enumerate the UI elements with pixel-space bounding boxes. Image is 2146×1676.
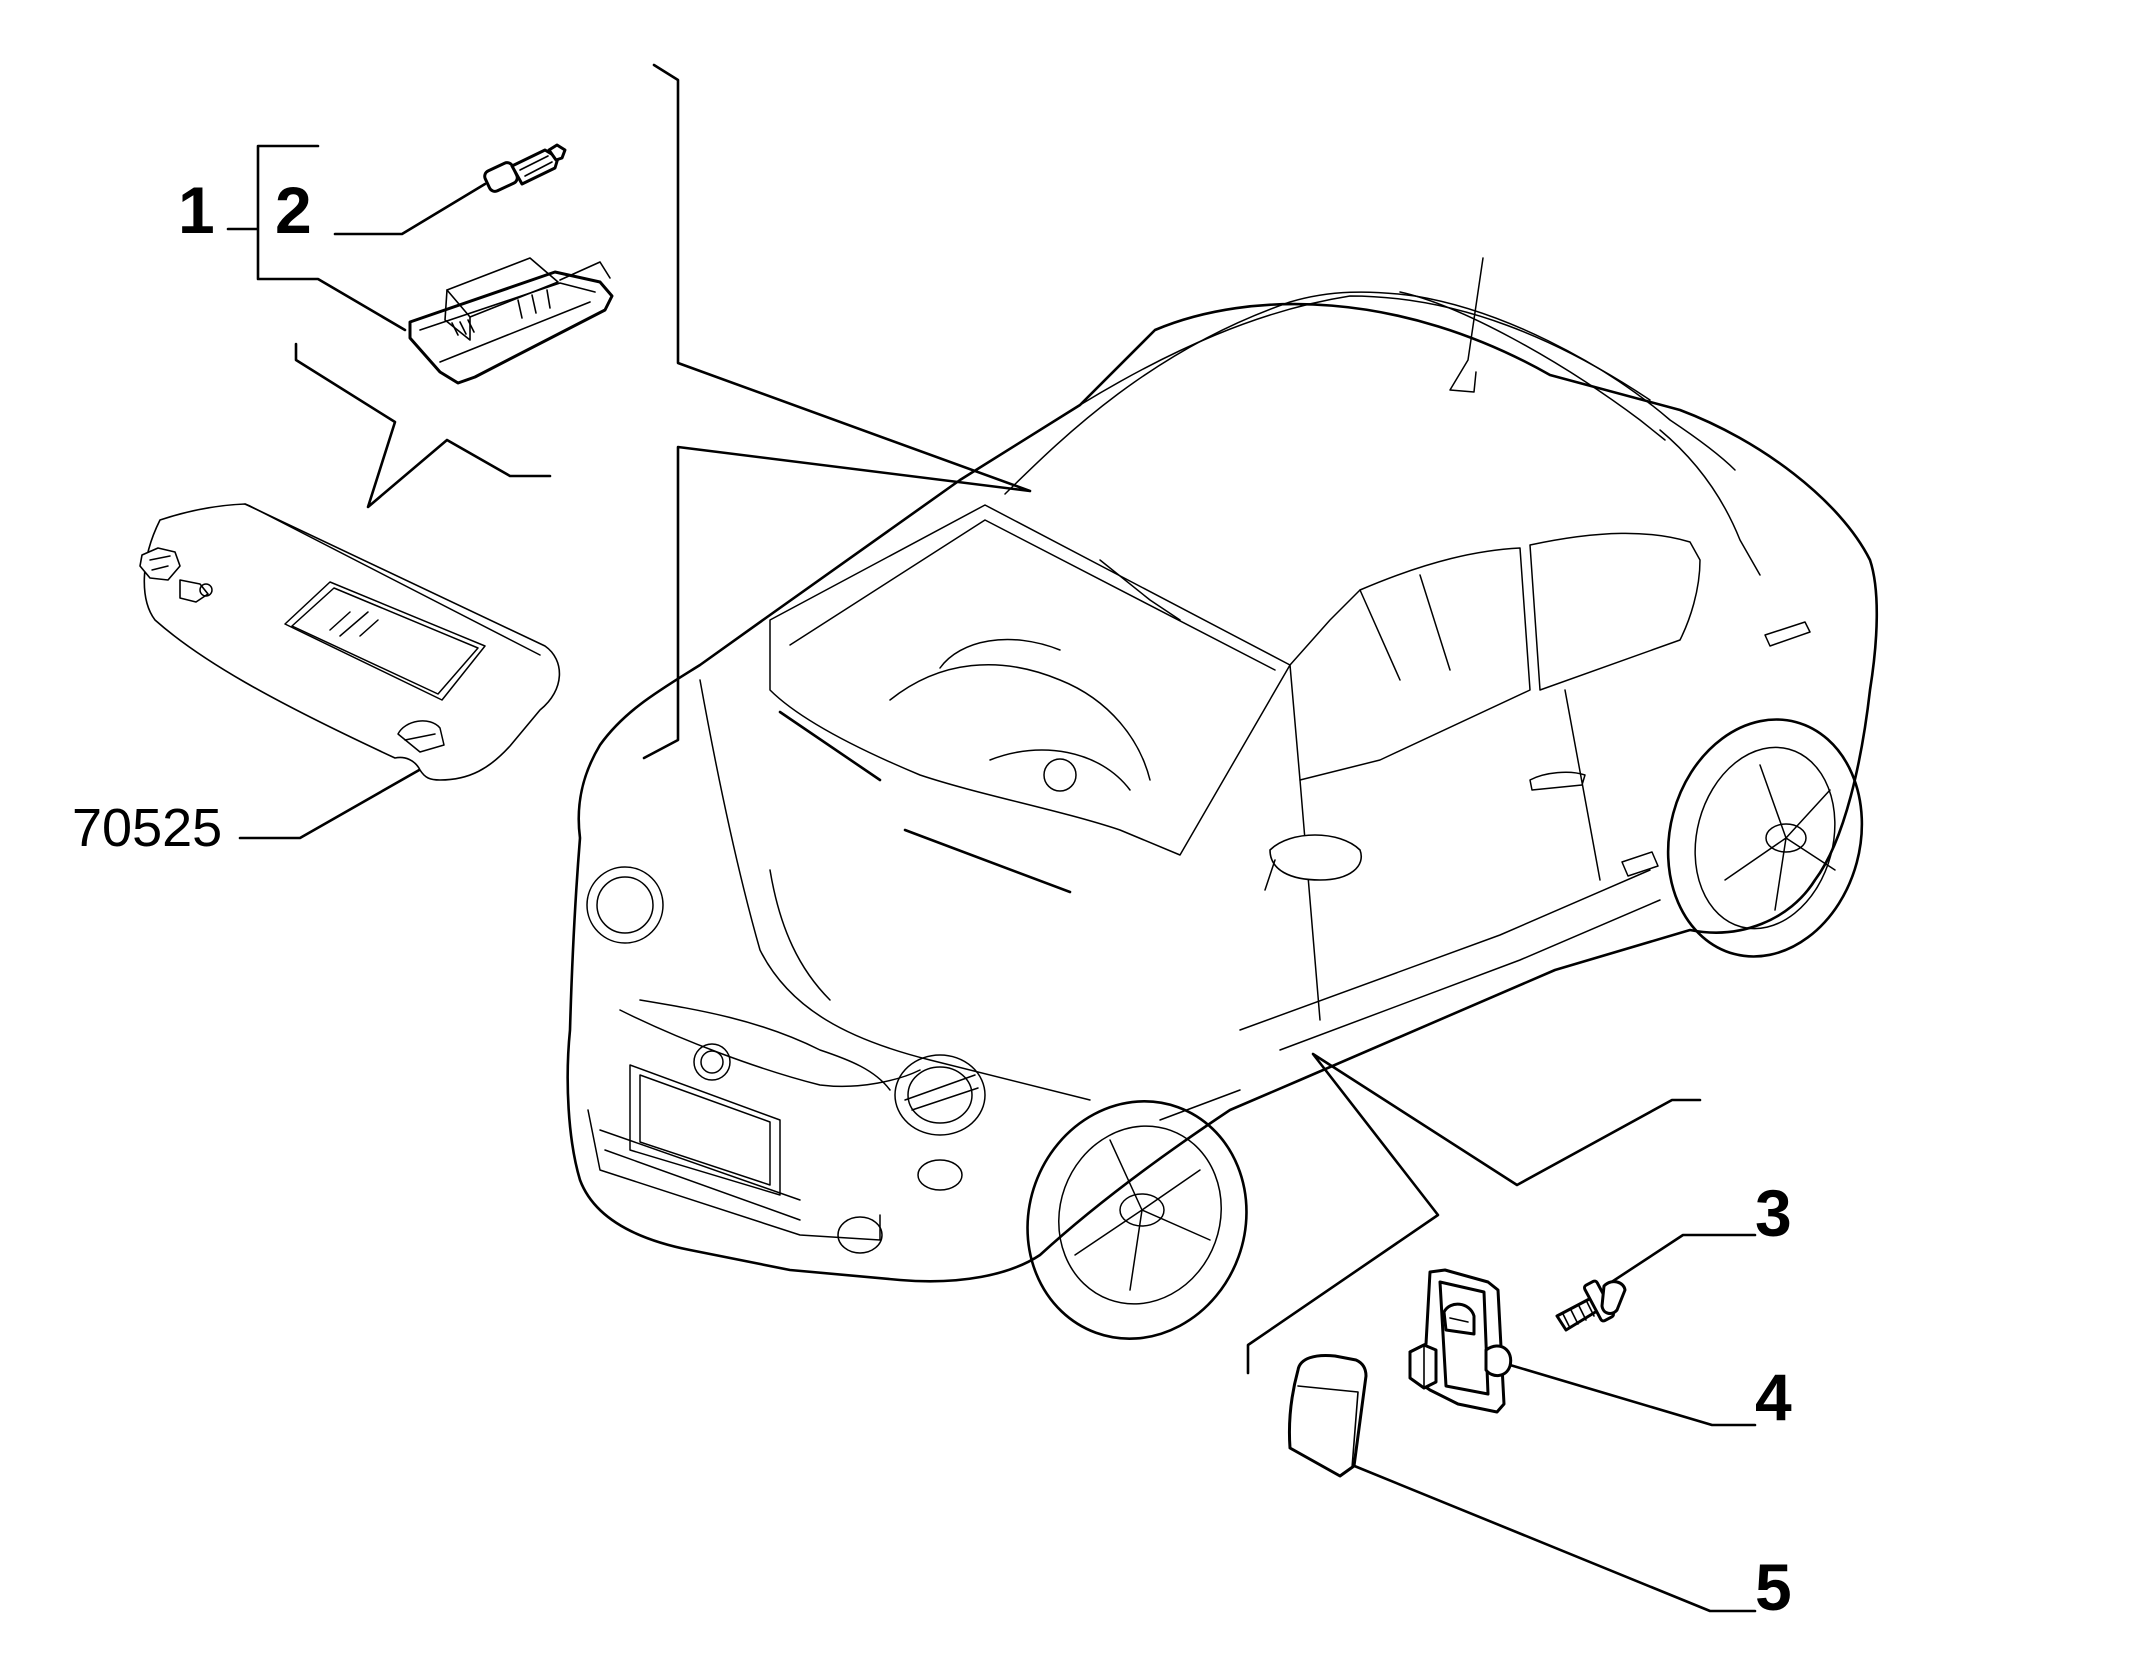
callout-4: 4 — [1755, 1360, 1792, 1434]
screw-part — [1555, 1279, 1627, 1332]
sun-visor-part — [139, 503, 561, 781]
callout-3: 3 — [1755, 1176, 1792, 1250]
reference-number: 70525 — [72, 798, 222, 858]
car-illustration — [566, 257, 1879, 1340]
callout-1: 1 — [178, 173, 215, 247]
cover-part — [1288, 1354, 1368, 1478]
callout-2: 2 — [275, 173, 312, 247]
callout-5: 5 — [1755, 1550, 1792, 1624]
door-lamp-part — [1408, 1268, 1513, 1414]
bulb-part — [483, 143, 567, 193]
courtesy-lamp-part — [408, 257, 614, 385]
leader-lines — [226, 63, 1757, 1613]
